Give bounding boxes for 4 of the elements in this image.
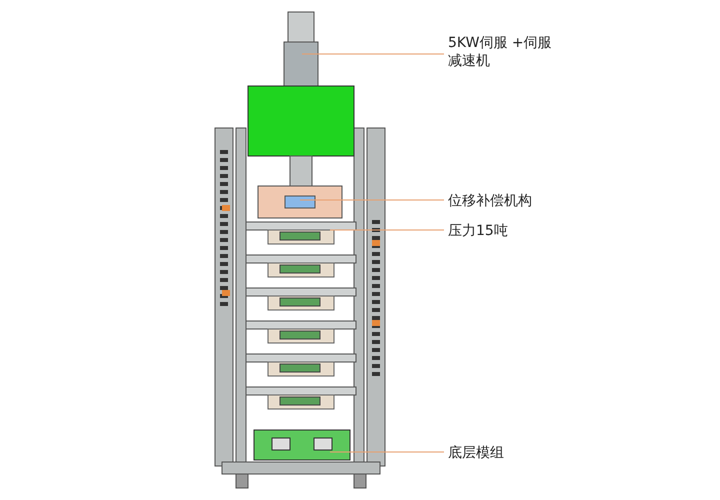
callout-label: 压力15吨 bbox=[448, 222, 578, 240]
callout-label: 5KW伺服 +伺服减速机 bbox=[448, 34, 558, 70]
callout-label: 位移补偿机构 bbox=[448, 192, 578, 210]
callout-label: 底层模组 bbox=[448, 444, 578, 462]
